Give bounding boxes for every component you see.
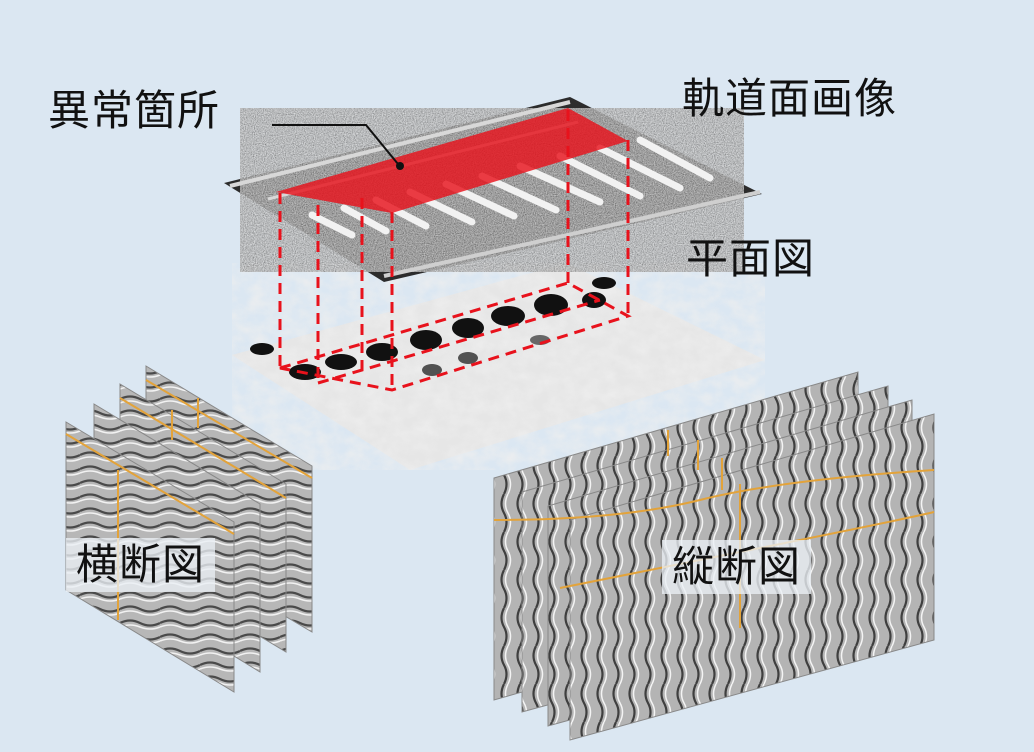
label-anomaly: 異常箇所	[48, 86, 221, 135]
plan-view-image	[232, 263, 765, 470]
anomaly-callout-line	[272, 124, 399, 165]
anomaly-callout-dot	[396, 162, 404, 170]
label-track-surface: 軌道面画像	[682, 74, 898, 123]
label-cross-section: 横断図	[66, 538, 216, 592]
plan-view-anomaly-blobs	[250, 277, 616, 380]
cross-section-stack	[65, 365, 313, 693]
label-longitudinal-section: 縦断図	[662, 540, 812, 594]
sleepers	[308, 136, 714, 239]
projection-guide-lines	[278, 110, 632, 392]
anomaly-highlight	[276, 108, 628, 213]
label-plan-view: 平面図	[686, 234, 816, 283]
